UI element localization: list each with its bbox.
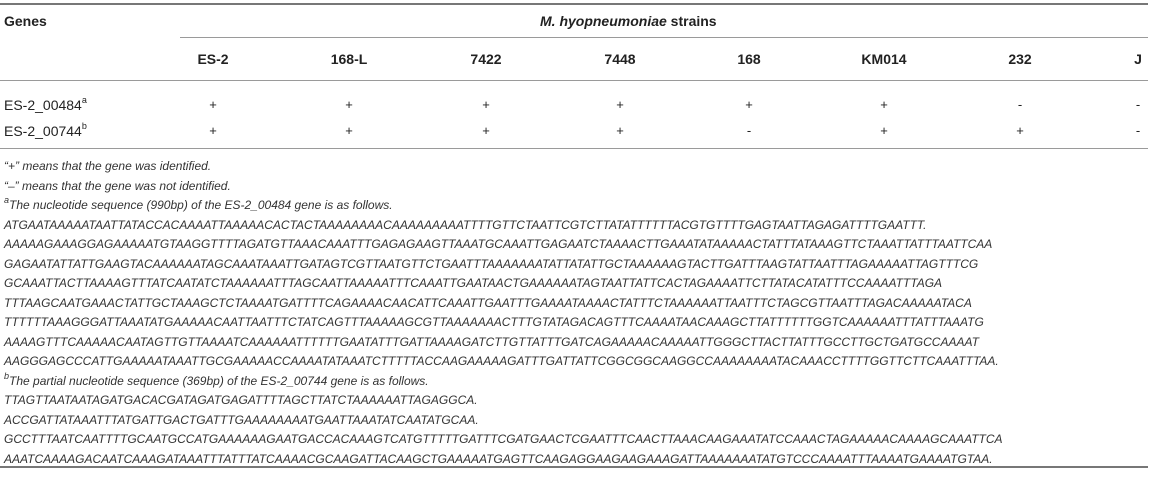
sequence-line: ACCGATTATAAATTTATGATTGACTGATTTGAAAAAAAAT… <box>4 412 479 427</box>
sequence-line: AAAAAGAAAGGAGAAAAATGTAAGGTTTTAGATGTTAAAC… <box>4 237 993 251</box>
table-row-gene: ES-2_00484a <box>4 95 87 113</box>
table-cell: - <box>1135 123 1141 138</box>
table-footnotes: “+” means that the gene was identified. … <box>4 157 1152 469</box>
table-cell: + <box>345 97 353 112</box>
header-sub-rule <box>180 37 1148 38</box>
table-cell: - <box>746 123 752 138</box>
table-cell: + <box>1016 123 1024 138</box>
column-header-km014: KM014 <box>861 51 907 67</box>
table-cell: + <box>345 123 353 138</box>
column-header-7422: 7422 <box>470 51 502 67</box>
body-bottom-rule <box>0 148 1148 149</box>
top-rule <box>0 3 1148 5</box>
column-header-168: 168 <box>737 51 761 67</box>
species-name: M. hyopneumoniae <box>540 13 667 29</box>
table-cell: + <box>209 97 217 112</box>
sequence-line: TTTTTTAAAGGGATTAAATATGAAAAACAATTAATTTCTA… <box>4 315 984 329</box>
table-cell: + <box>616 123 624 138</box>
table-cell: + <box>616 97 624 112</box>
strains-header: M. hyopneumoniae strains <box>540 12 717 30</box>
table-row-gene: ES-2_00744b <box>4 121 87 139</box>
footnote-b: bThe partial nucleotide sequence (369bp)… <box>4 370 429 388</box>
column-header-168l: 168-L <box>330 51 368 67</box>
sequence-line: GCAAATTACTTAAAAGTTTATCAATATCTAAAAAATTTAG… <box>4 276 943 290</box>
table-cell: + <box>209 123 217 138</box>
strains-word: strains <box>666 13 717 29</box>
sequence-line: ATGAATAAAAATAATTATACCACAAAATTAAAAACACTAC… <box>4 217 927 232</box>
column-header-j: J <box>1134 51 1142 67</box>
sequence-line: TTAGTTAATAATAGATGACACGATAGATGAGATTTTAGCT… <box>4 393 478 407</box>
column-header-7448: 7448 <box>604 51 636 67</box>
sequence-line: TTTAAGCAATGAAACTATTGCTAAAGCTCTAAAATGATTT… <box>4 295 972 310</box>
table-cell: + <box>880 97 888 112</box>
footnote-minus: “–” means that the gene was not identifi… <box>4 178 231 193</box>
sequence-line: GCCTTTAATCAATTTTGCAATGCCATGAAAAAAGAATGAC… <box>4 432 1003 446</box>
table-cell: + <box>482 97 490 112</box>
footnote-a: aThe nucleotide sequence (990bp) of the … <box>4 195 393 213</box>
table-cell: - <box>1135 97 1141 112</box>
table-cell: + <box>880 123 888 138</box>
sequence-line: AAGGGAGCCCATTGAAAAATAAATTGCGAAAAACCAAAAT… <box>4 354 999 368</box>
header-bottom-rule <box>0 80 1148 81</box>
sequence-line: AAATCAAAAGACAATCAAAGATAAATTTATTTATCAAAAC… <box>4 451 993 466</box>
table-cell: + <box>745 97 753 112</box>
sequence-line: AAAAGTTTCAAAAACAATAGTTGTTAAAATCAAAAAATTT… <box>4 334 979 349</box>
genes-header: Genes <box>4 13 47 29</box>
column-header-es2: ES-2 <box>197 51 229 67</box>
footnote-plus: “+” means that the gene was identified. <box>4 159 212 173</box>
table-cell: - <box>1017 97 1023 112</box>
bottom-rule <box>0 466 1148 468</box>
sequence-line: GAGAATATTATTGAAGTACAAAAAATAGCAAATAAATTGA… <box>4 256 979 271</box>
table-cell: + <box>482 123 490 138</box>
column-header-232: 232 <box>1008 51 1032 67</box>
